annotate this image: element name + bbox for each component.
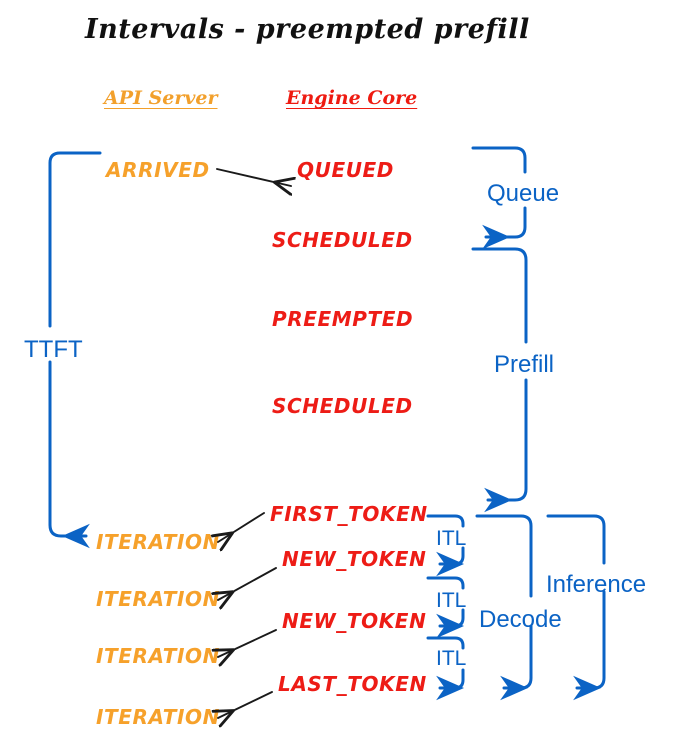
event-scheduled-1: SCHEDULED [272,228,413,252]
itl-bracket-2-upper-arm [426,576,465,590]
metric-label-queue: Queue [487,180,560,207]
itl-bracket-1-lower-arm [436,546,465,577]
arrow-arrived-to-queued [216,168,291,186]
metric-label-itl-1: ITL [436,527,467,550]
metric-label-decode: Decode [479,606,562,633]
arrow-new-token-to-iteration-2 [218,629,277,657]
prefill-bracket-upper-arm [471,247,528,344]
event-last-token: LAST_TOKEN [278,672,427,696]
queue-bracket-upper-arm [471,146,527,174]
inference-bracket-lower-arm [573,590,606,701]
event-iteration-2: ITERATION [96,587,220,611]
itl-bracket-1-upper-arm [426,514,465,528]
event-scheduled-2: SCHEDULED [272,394,413,418]
column-header-api-server: API Server [104,87,218,109]
decode-bracket-upper-arm [475,514,533,598]
column-header-engine-core: Engine Core [286,87,418,109]
metric-label-inference: Inference [546,571,647,598]
ttft-bracket-lower-arm [48,360,90,549]
event-preempted: PREEMPTED [272,307,414,331]
event-arrived: ARRIVED [106,158,210,182]
metric-label-itl-2: ITL [436,589,467,612]
arrow-new-token-to-iteration-1 [218,567,277,600]
metric-label-ttft: TTFT [24,336,83,363]
event-new-token-1: NEW_TOKEN [282,547,427,571]
event-iteration-4: ITERATION [96,705,220,729]
itl-bracket-2-lower-arm [436,608,465,639]
arrow-first-token-to-iteration [218,512,265,542]
event-new-token-2: NEW_TOKEN [282,609,427,633]
event-queued: QUEUED [297,158,395,182]
queue-bracket-lower-arm [482,206,527,250]
prefill-bracket-lower-arm [484,378,528,513]
metric-label-itl-3: ITL [436,647,467,670]
arrow-last-token-to-iteration [218,691,273,718]
decode-bracket-lower-arm [500,624,533,701]
event-iteration-1: ITERATION [96,530,220,554]
event-iteration-3: ITERATION [96,644,220,668]
inference-bracket-upper-arm [546,514,606,565]
ttft-bracket-upper-arm [48,151,102,328]
event-first-token: FIRST_TOKEN [270,502,428,526]
metric-label-prefill: Prefill [494,351,555,378]
itl-bracket-3-lower-arm [436,668,465,701]
page-title: Intervals - preempted prefill [85,14,530,45]
